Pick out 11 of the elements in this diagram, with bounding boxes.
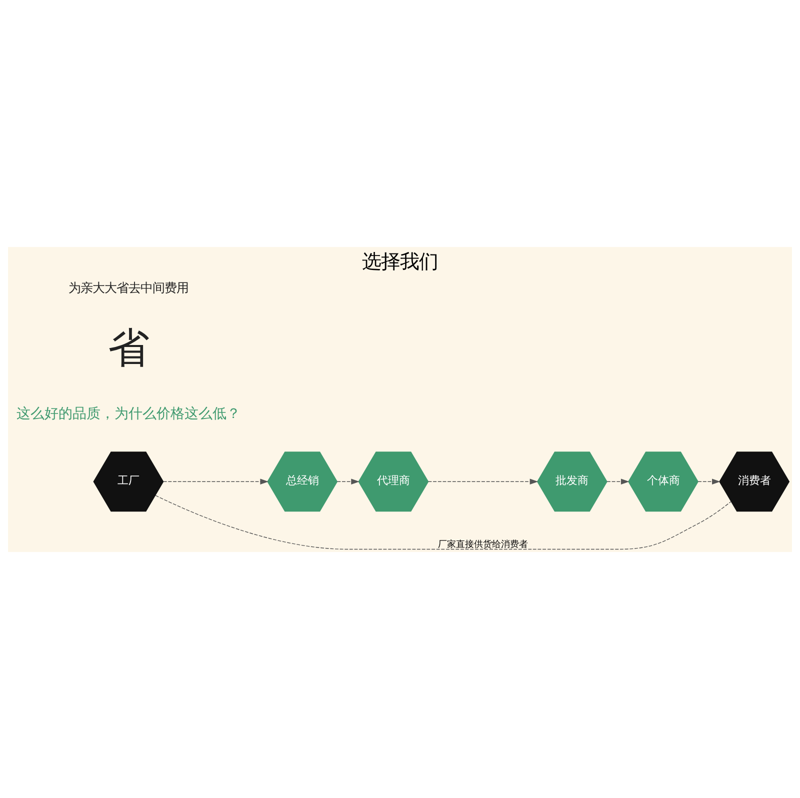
- arrow: [606, 478, 630, 484]
- arrow: [163, 478, 268, 484]
- label: 这么好的品质，为什么价格这么低？: [16, 406, 240, 422]
- label: 省: [108, 324, 149, 372]
- diagram-title: 选择我们: [362, 249, 438, 272]
- arrow: [698, 478, 720, 484]
- arrow: [336, 478, 360, 484]
- arrow: [428, 478, 538, 484]
- connector: [155, 494, 732, 550]
- edge-label: 厂家直接供货给消费者: [438, 539, 528, 550]
- label: 为亲大大省去中间费用: [68, 280, 188, 295]
